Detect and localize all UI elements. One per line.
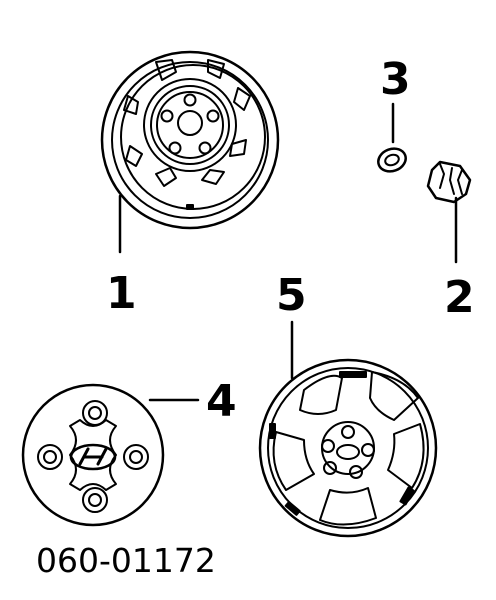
lug-nut-part-2 xyxy=(426,160,472,264)
center-cap-part-4 xyxy=(21,383,200,527)
wheel-vent-holes xyxy=(123,59,251,187)
callout-4: 4 xyxy=(206,376,237,427)
alloy-spoke-openings xyxy=(272,371,425,526)
steel-wheel-part-1 xyxy=(100,50,280,254)
callout-2: 2 xyxy=(444,272,475,323)
callout-5: 5 xyxy=(276,270,307,321)
reference-number: 060-01172 xyxy=(36,541,216,580)
callout-1: 1 xyxy=(106,268,137,319)
callout-3: 3 xyxy=(380,54,411,105)
hyundai-logo-icon xyxy=(69,443,117,471)
washer-part-3 xyxy=(377,102,407,173)
alloy-wheel-part-5 xyxy=(258,320,438,538)
